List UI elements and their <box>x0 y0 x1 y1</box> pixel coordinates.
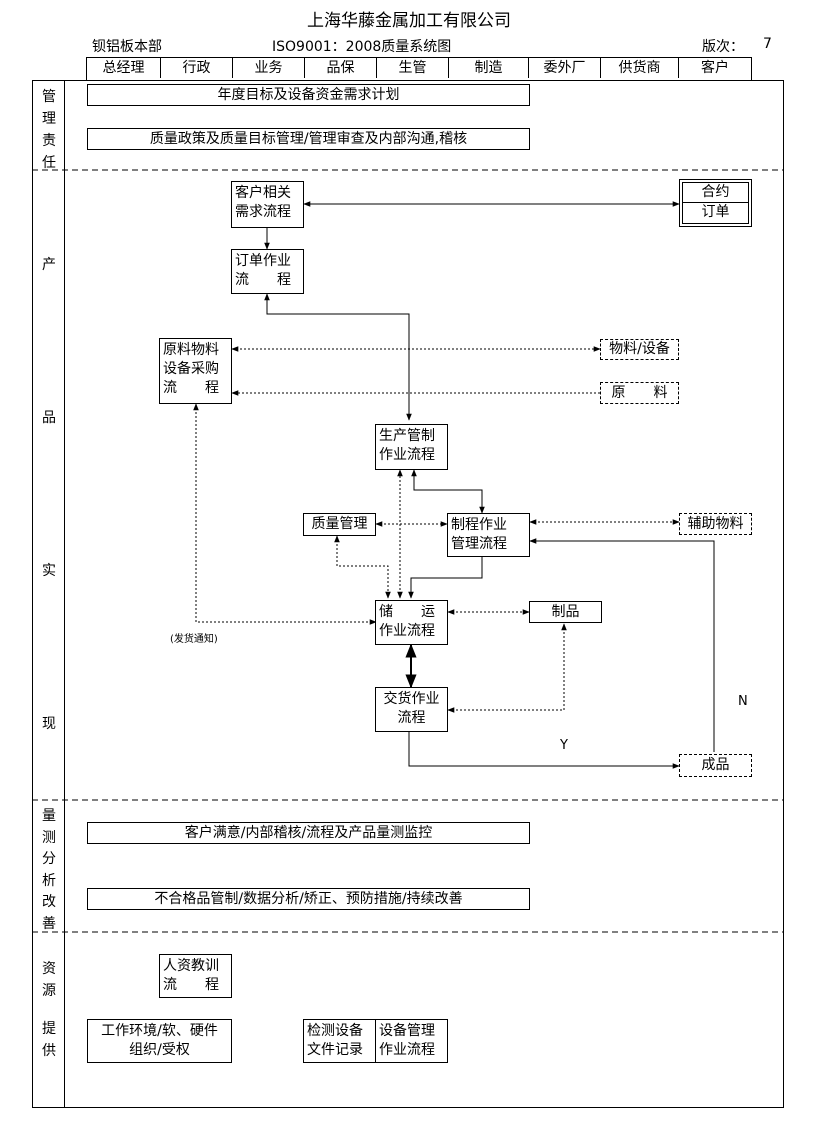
raw-material-node: 原 料 <box>600 382 679 404</box>
work-environment-node: 工作环境/软、硬件组织/受权 <box>87 1019 232 1063</box>
hr-training-node: 人资教训流 程 <box>159 954 232 998</box>
arrow-storage-purchase <box>193 403 377 625</box>
quality-management-node: 质量管理 <box>303 513 376 536</box>
contract-order-node: 合约订单 <box>679 179 752 227</box>
customer-satisfaction-box: 客户满意/内部稽核/流程及产品量测监控 <box>87 822 530 844</box>
section-label-management: 管理责任 <box>42 89 56 171</box>
version-label: 版次： <box>702 39 744 55</box>
order-process-node: 订单作业流 程 <box>231 249 304 294</box>
arrow-quality-storage <box>334 535 391 599</box>
col-customer: 客户 <box>701 60 729 76</box>
label-column-divider <box>64 80 65 1108</box>
column-header-row <box>86 57 752 80</box>
section-label-resource: 资源提供 <box>42 961 56 1059</box>
arrow-order-production <box>264 293 412 421</box>
col-subcontractor: 委外厂 <box>529 58 601 78</box>
arrow-finished-process <box>529 538 715 752</box>
col-quality: 品保 <box>305 58 377 78</box>
col-general-manager: 总经理 <box>87 58 161 78</box>
equipment-management-node: 设备管理作业流程 <box>375 1019 448 1063</box>
col-admin: 行政 <box>161 58 233 78</box>
col-production-mgmt: 生管 <box>377 58 449 78</box>
arrow-process-storage <box>408 557 483 599</box>
delivery-process-node: 交货作业流程 <box>375 687 448 732</box>
process-management-node: 制程作业管理流程 <box>447 513 530 557</box>
purchase-process-node: 原料物料设备采购流 程 <box>159 338 232 404</box>
col-supplier: 供货商 <box>601 58 679 78</box>
aux-material-node: 辅助物料 <box>679 513 752 535</box>
inspection-equipment-node: 检测设备文件记录 <box>303 1019 376 1063</box>
storage-transport-node: 储 运作业流程 <box>375 600 448 645</box>
department-label: 钡铝板本部 <box>92 39 162 55</box>
production-control-node: 生产管制作业流程 <box>375 424 448 470</box>
product-node: 制品 <box>529 601 602 623</box>
customer-requirement-node: 客户相关需求流程 <box>231 181 304 228</box>
material-equipment-node: 物料/设备 <box>600 339 679 360</box>
col-manufacturing: 制造 <box>449 58 529 78</box>
system-title: ISO9001：2008质量系统图 <box>272 39 452 55</box>
label-yes: Y <box>560 738 568 753</box>
arrow-delivery-finished <box>408 732 680 769</box>
outer-frame <box>32 80 784 1108</box>
company-title: 上海华藤金属加工有限公司 <box>307 11 511 31</box>
arrow-production-process <box>411 469 485 514</box>
ship-notice-label: (发货通知) <box>170 634 218 645</box>
section-label-product: 产品实现 <box>42 257 56 732</box>
annual-plan-box: 年度目标及设备资金需求计划 <box>87 84 530 106</box>
finished-goods-node: 成品 <box>679 754 752 777</box>
arrow-product-delivery <box>447 623 567 713</box>
label-no: N <box>738 694 748 709</box>
nonconformance-box: 不合格品管制/数据分析/矫正、预防措施/持续改善 <box>87 888 530 910</box>
col-business: 业务 <box>233 58 305 78</box>
version-number: 7 <box>763 36 772 52</box>
section-label-measurement: 量测分析改善 <box>42 808 56 932</box>
quality-policy-box: 质量政策及质量目标管理/管理审查及内部沟通,稽核 <box>87 128 530 150</box>
